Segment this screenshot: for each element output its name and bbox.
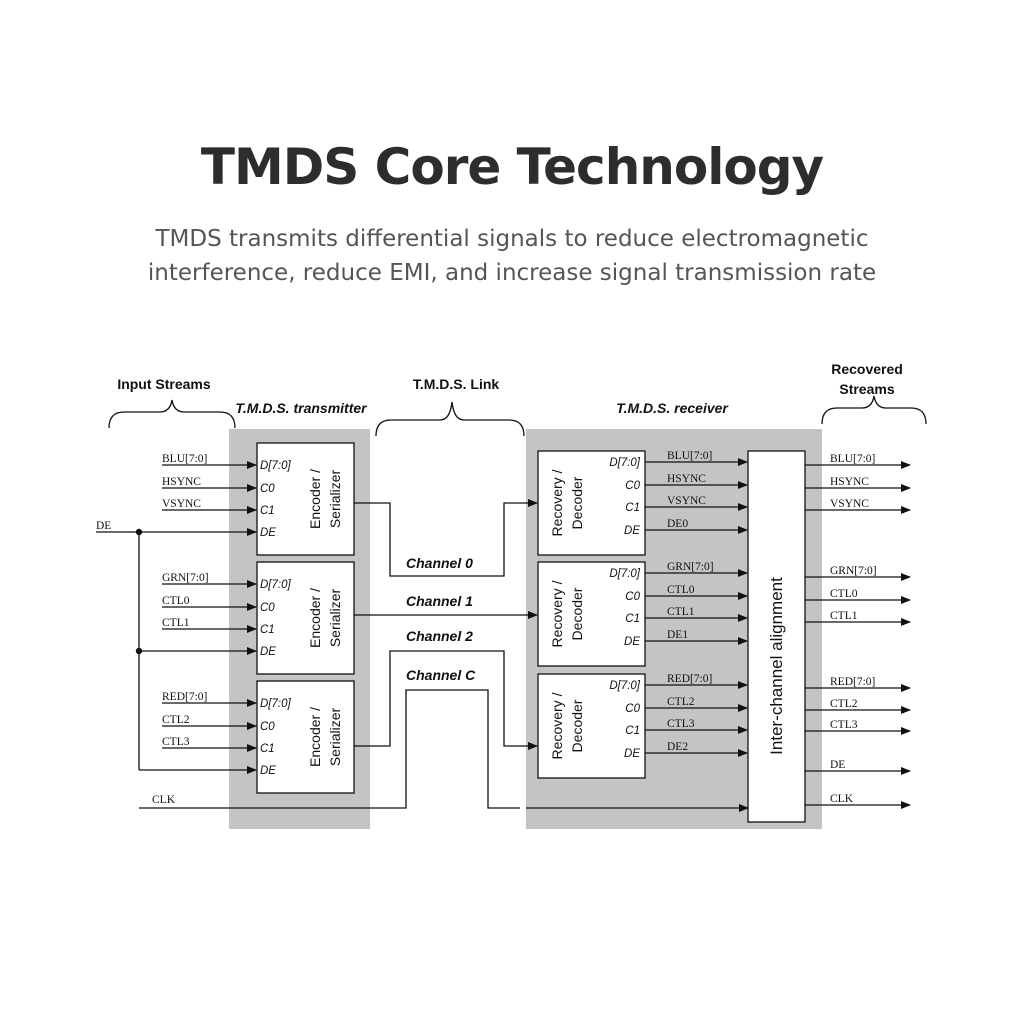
channel-2-wire — [354, 650, 538, 750]
tx-input-label-1-1: CTL0 — [162, 595, 190, 607]
rx-output-label-1-3: DE1 — [667, 629, 688, 641]
encoder-port-0-3: DE — [260, 527, 276, 539]
decoder-port-1-2: C1 — [625, 613, 640, 625]
decoder-port-2-3: DE — [624, 748, 640, 760]
encoder-port-2-2: C1 — [260, 743, 275, 755]
encoder-port-2-1: C0 — [260, 721, 275, 733]
encoder-label-line2-2: Serializer — [327, 707, 343, 766]
recovered-output-label-9: DE — [830, 759, 845, 771]
encoder-port-2-3: DE — [260, 765, 276, 777]
tx-input-label-2-2: CTL3 — [162, 736, 190, 748]
decoder-block-1 — [537, 561, 646, 667]
encoder-port-1-2: C1 — [260, 624, 275, 636]
decoder-port-1-1: C0 — [625, 591, 640, 603]
decoder-block-0 — [537, 450, 646, 556]
rx-output-label-0-0: BLU[7:0] — [667, 450, 712, 462]
decoder-port-0-0: D[7:0] — [609, 457, 640, 469]
input-streams-brace — [108, 399, 236, 429]
subtitle-line-1: TMDS transmits differential signals to r… — [155, 226, 869, 252]
encoder-port-1-1: C0 — [260, 602, 275, 614]
recovered-output-label-1: HSYNC — [830, 476, 869, 488]
tx-input-label-0-0: BLU[7:0] — [162, 453, 207, 465]
clk-input-label: CLK — [152, 794, 176, 806]
channel-label-2: Channel 2 — [406, 628, 473, 644]
encoder-label-line2-0: Serializer — [327, 469, 343, 528]
encoder-label-line1-2: Encoder / — [307, 707, 323, 767]
tx-input-label-1-2: CTL1 — [162, 617, 190, 629]
recovered-label-line-1: Recovered — [831, 361, 903, 377]
de-input-label: DE — [96, 520, 111, 532]
encoder-block-1 — [256, 561, 355, 675]
input-streams-label: Input Streams — [117, 376, 211, 392]
decoder-label-line2-0: Decoder — [569, 476, 585, 529]
decoder-port-2-1: C0 — [625, 703, 640, 715]
encoder-port-2-0: D[7:0] — [260, 698, 291, 710]
receiver-label: T.M.D.S. receiver — [616, 400, 729, 416]
page-title: TMDS Core Technology — [200, 138, 824, 196]
tx-input-label-2-1: CTL2 — [162, 714, 190, 726]
decoder-port-0-1: C0 — [625, 480, 640, 492]
encoder-port-0-0: D[7:0] — [260, 460, 291, 472]
recovered-output-label-8: CTL3 — [830, 719, 858, 731]
recovered-output-label-0: BLU[7:0] — [830, 453, 875, 465]
encoder-label-line1-1: Encoder / — [307, 588, 323, 648]
clk-line-tx — [139, 689, 520, 809]
decoder-port-2-0: D[7:0] — [609, 680, 640, 692]
rx-output-label-2-1: CTL2 — [667, 696, 695, 708]
inter-channel-alignment-block — [747, 450, 806, 823]
decoder-port-1-3: DE — [624, 636, 640, 648]
encoder-port-0-1: C0 — [260, 483, 275, 495]
rx-output-label-2-3: DE2 — [667, 741, 688, 753]
recovered-output-label-5: CTL1 — [830, 610, 858, 622]
decoder-port-0-3: DE — [624, 525, 640, 537]
channel-label-3: Channel C — [406, 667, 476, 683]
link-brace — [375, 401, 525, 437]
decoder-block-2 — [537, 673, 646, 779]
rx-output-label-1-2: CTL1 — [667, 606, 695, 618]
transmitter-label: T.M.D.S. transmitter — [235, 400, 368, 416]
decoder-label-line1-1: Recovery / — [549, 580, 565, 647]
decoder-label-line2-2: Decoder — [569, 699, 585, 752]
decoder-port-1-0: D[7:0] — [609, 568, 640, 580]
encoder-label-line2-1: Serializer — [327, 588, 343, 647]
encoder-block-0 — [256, 442, 355, 556]
tx-input-label-0-1: HSYNC — [162, 476, 201, 488]
decoder-label-line2-1: Decoder — [569, 587, 585, 640]
encoder-port-1-3: DE — [260, 646, 276, 658]
recovered-output-label-3: GRN[7:0] — [830, 565, 877, 577]
tx-input-label-2-0: RED[7:0] — [162, 691, 207, 703]
rx-output-label-1-0: GRN[7:0] — [667, 561, 714, 573]
decoder-label-line1-0: Recovery / — [549, 469, 565, 536]
encoder-label-line1-0: Encoder / — [307, 469, 323, 529]
decoder-port-0-2: C1 — [625, 502, 640, 514]
page-subtitle: TMDS transmits differential signals to r… — [0, 222, 1024, 290]
encoder-port-1-0: D[7:0] — [260, 579, 291, 591]
recovered-brace — [821, 395, 927, 425]
rx-output-label-0-3: DE0 — [667, 518, 688, 530]
recovered-output-label-2: VSYNC — [830, 498, 869, 510]
recovered-output-label-10: CLK — [830, 793, 854, 805]
rx-output-label-0-1: HSYNC — [667, 473, 706, 485]
encoder-block-2 — [256, 680, 355, 794]
link-label: T.M.D.S. Link — [413, 376, 500, 392]
tx-input-label-0-2: VSYNC — [162, 498, 201, 510]
channel-label-0: Channel 0 — [406, 555, 473, 571]
tx-input-label-1-0: GRN[7:0] — [162, 572, 209, 584]
rx-output-label-0-2: VSYNC — [667, 495, 706, 507]
rx-output-label-2-2: CTL3 — [667, 718, 695, 730]
channel-0-wire — [354, 499, 538, 577]
inter-channel-alignment-label: Inter-channel alignment — [767, 577, 786, 755]
rx-output-label-1-1: CTL0 — [667, 584, 695, 596]
recovered-output-label-4: CTL0 — [830, 588, 858, 600]
encoder-port-0-2: C1 — [260, 505, 275, 517]
channel-label-1: Channel 1 — [406, 593, 473, 609]
subtitle-line-2: interference, reduce EMI, and increase s… — [147, 260, 877, 286]
recovered-output-label-6: RED[7:0] — [830, 676, 875, 688]
decoder-port-2-2: C1 — [625, 725, 640, 737]
rx-output-label-2-0: RED[7:0] — [667, 673, 712, 685]
decoder-label-line1-2: Recovery / — [549, 692, 565, 759]
recovered-output-label-7: CTL2 — [830, 698, 858, 710]
recovered-label-line-2: Streams — [839, 381, 894, 397]
